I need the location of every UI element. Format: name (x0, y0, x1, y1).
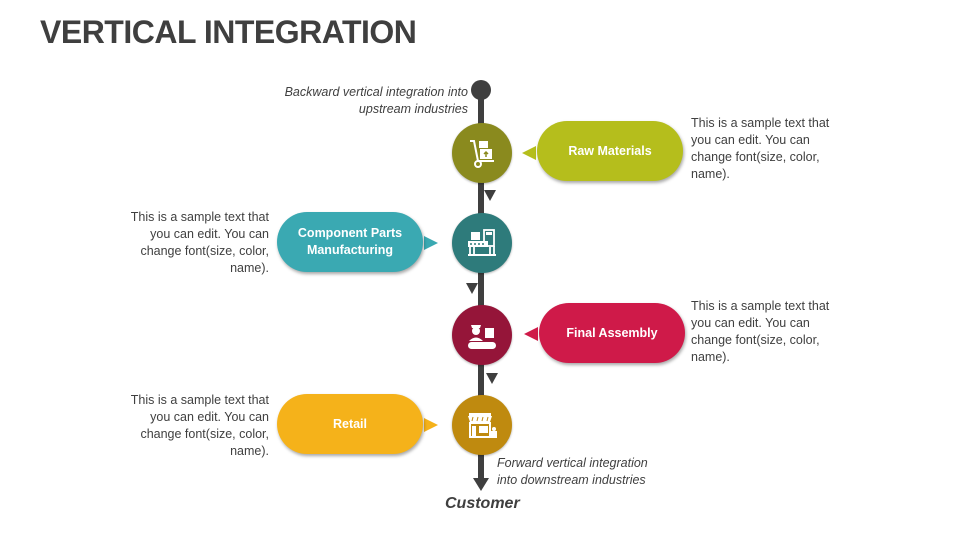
pointer-icon (522, 146, 536, 160)
stage-pill-component-parts: Component Parts Manufacturing (277, 212, 423, 272)
backward-integration-note: Backward vertical integration into upstr… (250, 84, 468, 118)
page-title: VERTICAL INTEGRATION (40, 14, 417, 50)
final-assembly-node (452, 305, 512, 365)
flow-arrow-icon (486, 373, 498, 384)
timeline-end-arrow-icon (473, 478, 489, 491)
stage-description: This is a sample text that you can edit.… (691, 299, 830, 364)
forward-note-line-1: Forward vertical integration (497, 456, 648, 470)
stage-label-line-1: Component Parts (297, 226, 403, 240)
forward-integration-note: Forward vertical integration into downst… (497, 455, 697, 489)
flow-arrow-icon (466, 283, 478, 294)
stage-label: Raw Materials (568, 143, 652, 158)
customer-label: Customer (445, 495, 520, 512)
stage-label: Final Assembly (566, 325, 658, 340)
component-parts-node (452, 213, 512, 273)
pointer-icon (424, 418, 438, 432)
backward-note-line-2: upstream industries (358, 102, 468, 116)
stage-pill-raw-materials: Raw Materials (537, 121, 683, 181)
hand-truck-boxes-icon (470, 140, 494, 168)
worker-assembly-line-icon (468, 325, 496, 349)
stage-label-line-2: Manufacturing (306, 243, 394, 257)
stage-label: Retail (332, 416, 368, 431)
stage-label: Component Parts Manufacturing (298, 225, 402, 259)
timeline-spine (478, 90, 484, 480)
backward-note-line-1: Backward vertical integration into (284, 85, 468, 99)
stage-description: This is a sample text that you can edit.… (130, 393, 269, 458)
pointer-icon (424, 236, 438, 250)
forward-note-line-2: into downstream industries (497, 473, 646, 487)
pointer-icon (524, 327, 538, 341)
retail-node (452, 395, 512, 455)
factory-machine-icon (468, 229, 496, 256)
stage-pill-final-assembly: Final Assembly (539, 303, 685, 363)
stage-description: This is a sample text that you can edit.… (691, 116, 830, 181)
raw-materials-node (452, 123, 512, 183)
storefront-icon (468, 413, 497, 438)
stage-description: This is a sample text that you can edit.… (130, 210, 269, 275)
stage-pill-retail: Retail (277, 394, 423, 454)
flow-arrow-icon (484, 190, 496, 201)
